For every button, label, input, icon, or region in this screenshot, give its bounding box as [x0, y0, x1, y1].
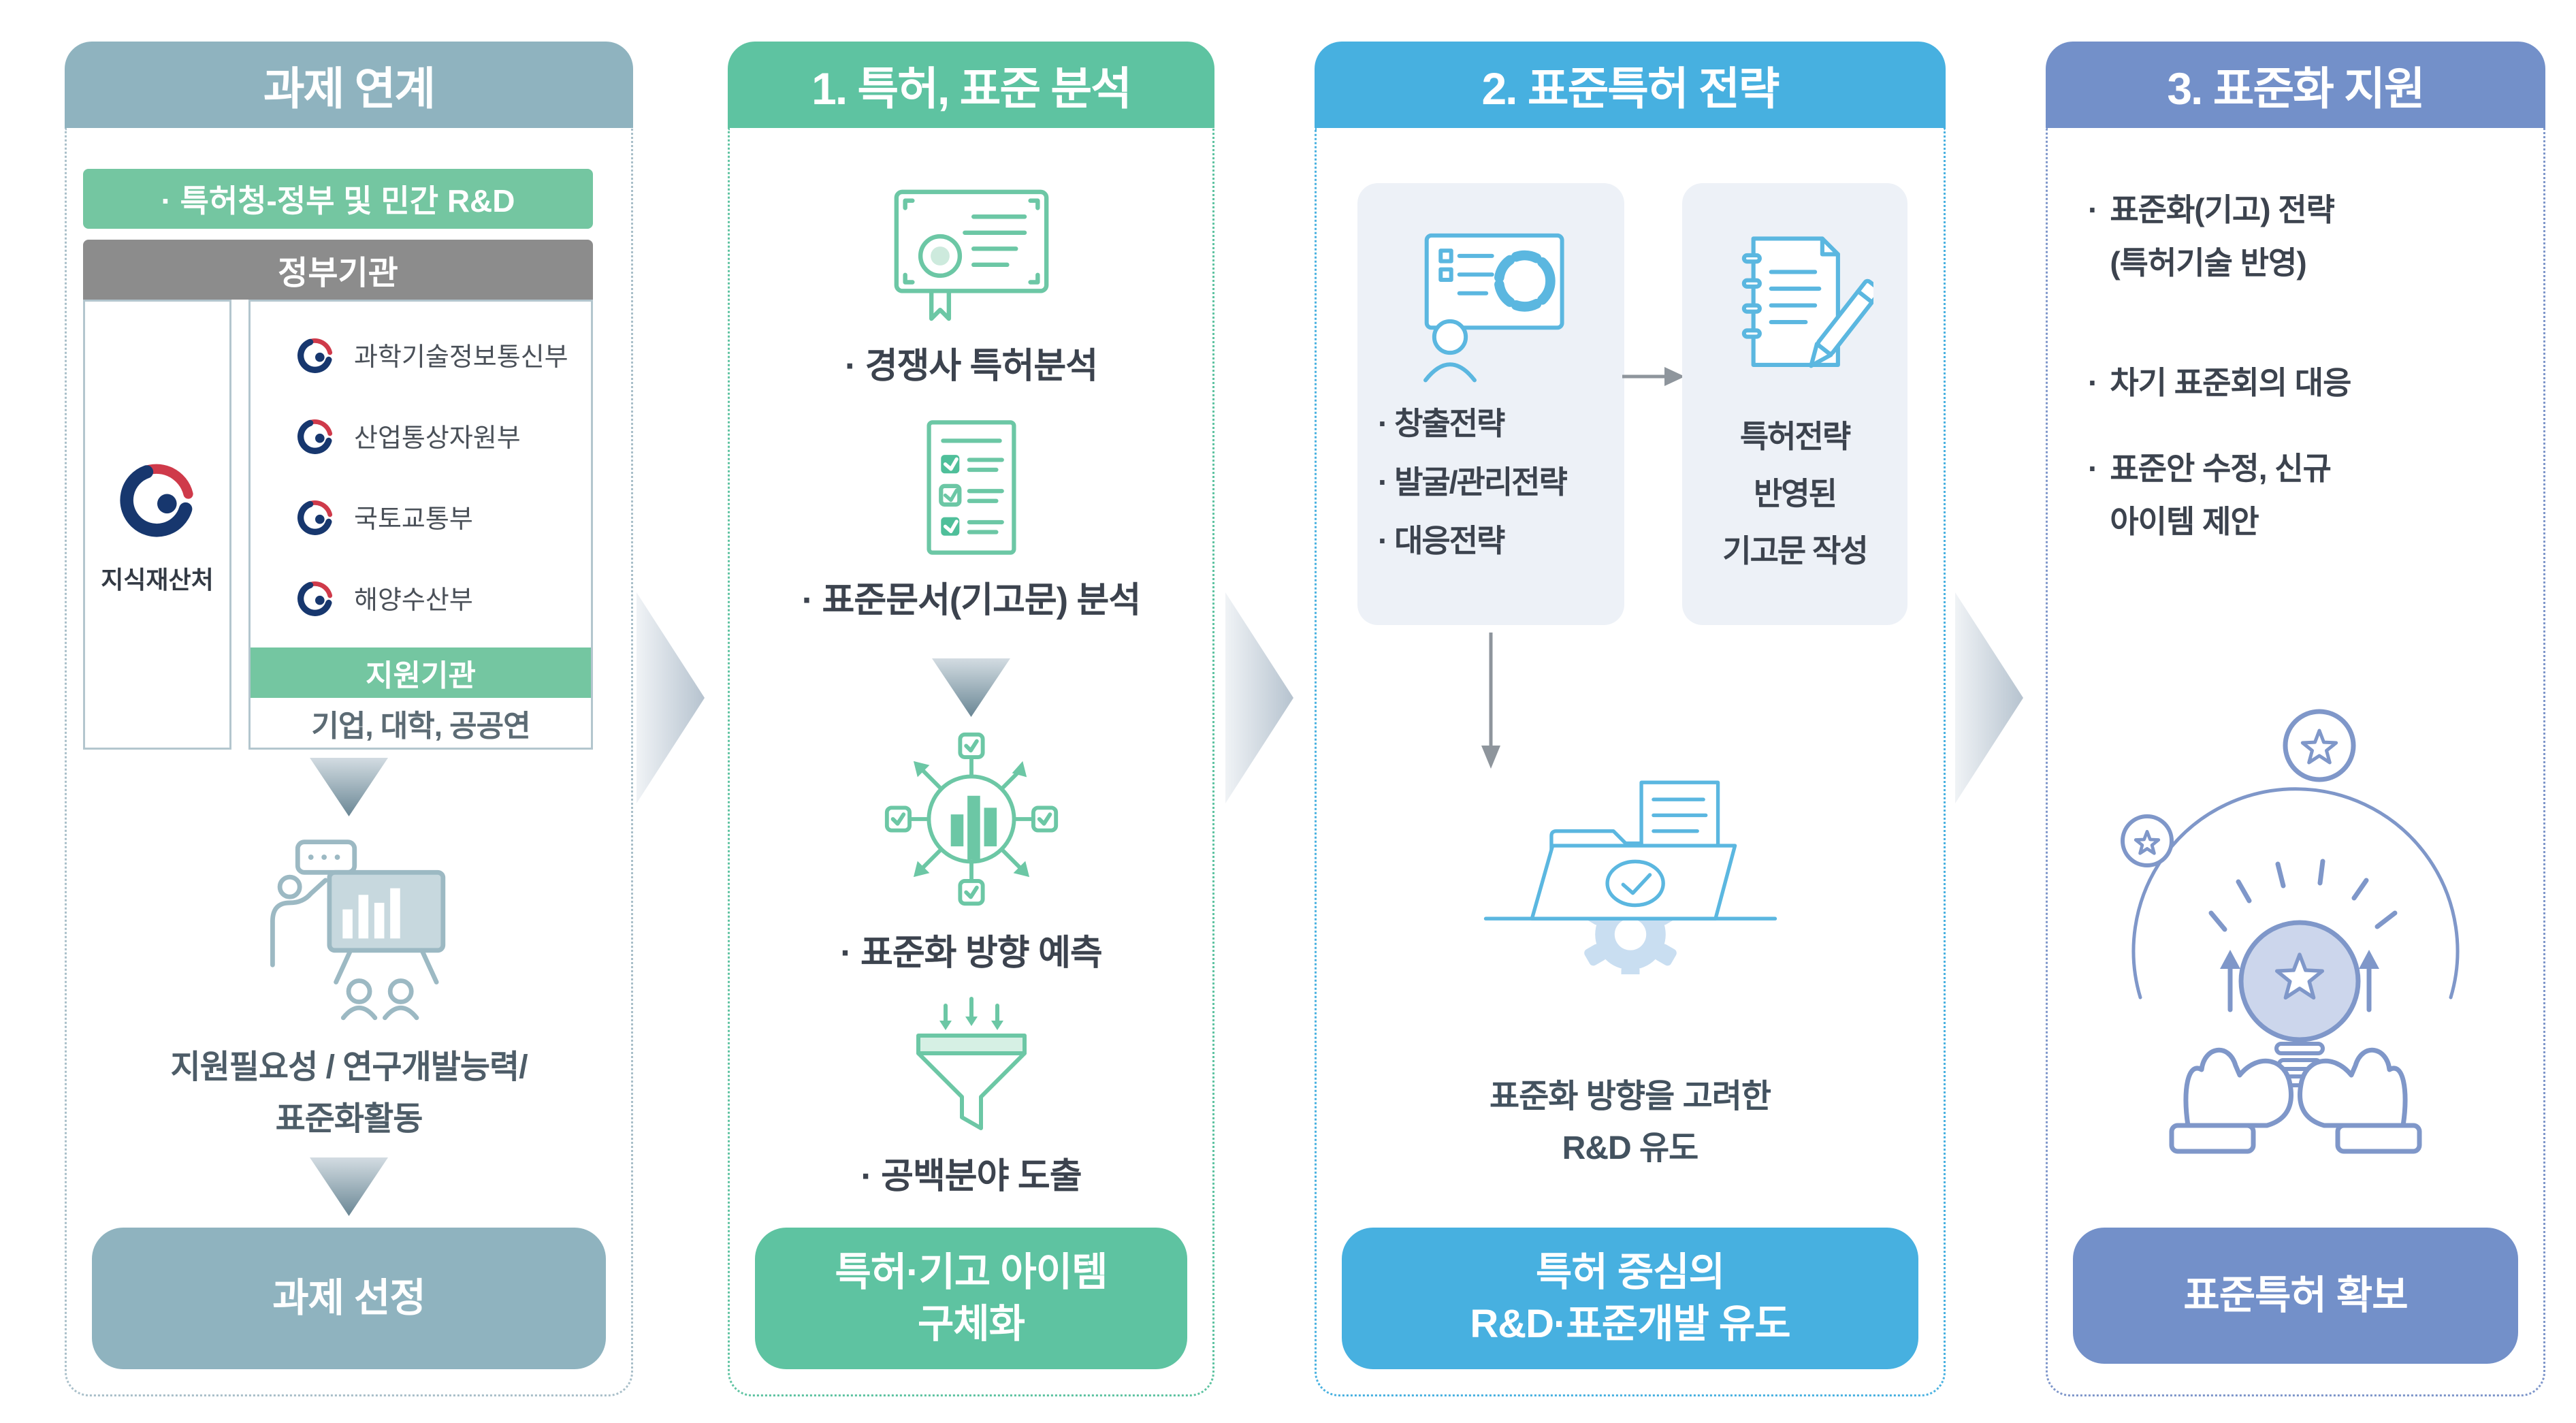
support-bullet: · 표준안 수정, 신규 아이템 제안	[2088, 442, 2332, 548]
strategy-items: · 창출전략 · 발굴/관리전략 · 대응전략	[1378, 406, 1568, 558]
ministry-list: 과학기술정보통신부 산업통상자원부 국토교통부 해양수산부	[251, 302, 591, 647]
column-header-standardization-support: 3. 표준화 지원	[2046, 42, 2545, 128]
analysis-hub-icon	[728, 729, 1214, 909]
bullet-text: 차기 표준회의 대응	[2110, 365, 2351, 400]
right-arrow-icon	[1622, 362, 1685, 391]
ministry-label: 과학기술정보통신부	[354, 343, 568, 372]
kipo-logo-icon	[113, 454, 202, 543]
kipo-gov-private-rnd-bar: · 특허청-정부 및 민간 R&D	[83, 169, 593, 229]
standard-doc-analysis-item: · 표준문서(기고문) 분석	[801, 581, 1141, 620]
ministry-label: 국토교통부	[354, 505, 473, 534]
kipo-box: 지식재산처	[83, 300, 231, 750]
ministry-label: 산업통상자원부	[354, 424, 521, 453]
strategy-box: · 창출전략 · 발굴/관리전략 · 대응전략	[1357, 183, 1624, 625]
bullet-text: 표준안 수정, 신규 아이템 제안	[2110, 451, 2332, 539]
down-arrow-icon	[65, 1157, 633, 1216]
standard-patent-secured-button: 표준특허 확보	[2073, 1228, 2518, 1364]
bullet-dot: ·	[2088, 451, 2098, 486]
presentation-training-icon	[65, 825, 633, 1023]
column-task-linkage: 과제 연계 · 특허청-정부 및 민간 R&D 정부기관 지식재산처 과학기술정…	[65, 42, 633, 1396]
column-patent-standard-analysis: 1. 특허, 표준 분석 · 경쟁사 특허분석	[728, 42, 1214, 1396]
down-flow-arrow-icon	[1476, 633, 1506, 769]
orgs-row: 기업, 대학, 공공연	[311, 709, 530, 743]
selection-criteria-caption: 지원필요성 / 연구개발능력/ 표준화활동	[170, 1049, 528, 1137]
strategy-dashboard-icon	[1357, 223, 1624, 386]
bullet-dot: ·	[2088, 365, 2098, 400]
column-body-task-linkage	[65, 128, 633, 1396]
support-bullet: · 표준화(기고) 전략 (특허기술 반영)	[2088, 183, 2335, 289]
ministry-row: 과학기술정보통신부	[294, 334, 591, 376]
column-body-standard-patent-strategy	[1315, 128, 1946, 1396]
ministry-logo-icon	[294, 577, 336, 619]
column-header-task-linkage: 과제 연계	[65, 42, 633, 128]
column-standard-patent-strategy: 2. 표준특허 전략 · 창출전략 · 발굴/관리전략 · 대응전략	[1315, 42, 1946, 1396]
support-bullet: · 차기 표준회의 대응	[2088, 356, 2351, 409]
ministry-row: 국토교통부	[294, 496, 591, 538]
funnel-icon	[728, 996, 1214, 1139]
contribution-box: 특허전략 반영된 기고문 작성	[1682, 183, 1907, 625]
contribution-text: 특허전략 반영된 기고문 작성	[1722, 419, 1868, 569]
government-agency-bar: 정부기관	[83, 240, 593, 300]
right-chevron-icon	[1225, 592, 1293, 803]
ministry-label: 해양수산부	[354, 586, 473, 615]
right-chevron-icon	[1955, 592, 2023, 803]
kipo-label: 지식재산처	[101, 565, 214, 594]
rnd-folder-gear-icon	[1315, 763, 1946, 974]
ministry-row: 해양수산부	[294, 577, 591, 619]
patent-centered-rnd-button: 특허 중심의 R&D·표준개발 유도	[1342, 1228, 1918, 1369]
down-arrow-icon	[728, 658, 1214, 717]
bullet-dot: ·	[2088, 192, 2098, 227]
competitor-patent-analysis-item: · 경쟁사 특허분석	[844, 347, 1098, 386]
column-header-standard-patent-strategy: 2. 표준특허 전략	[1315, 42, 1946, 128]
ministries-box: 과학기술정보통신부 산업통상자원부 국토교통부 해양수산부 지원기관 기업, 대…	[248, 300, 593, 750]
contribution-writing-icon	[1682, 223, 1907, 386]
ministry-logo-icon	[294, 415, 336, 457]
ministry-logo-icon	[294, 496, 336, 538]
gap-area-item: · 공백분야 도출	[860, 1157, 1082, 1196]
column-header-patent-standard-analysis: 1. 특허, 표준 분석	[728, 42, 1214, 128]
standardization-forecast-item: · 표준화 방향 예측	[840, 933, 1103, 973]
support-agency-bar: 지원기관	[251, 647, 591, 698]
rnd-guidance-caption: 표준화 방향을 고려한 R&D 유도	[1489, 1078, 1771, 1166]
right-chevron-icon	[637, 592, 705, 803]
column-body-standardization-support	[2046, 128, 2545, 1396]
certificate-icon	[728, 183, 1214, 329]
column-body-patent-standard-analysis	[728, 128, 1214, 1396]
patent-contribution-item-button: 특허·기고 아이템 구체화	[755, 1228, 1187, 1369]
checklist-icon	[728, 417, 1214, 558]
ministry-row: 산업통상자원부	[294, 415, 591, 457]
bullet-text: 표준화(기고) 전략 (특허기술 반영)	[2110, 192, 2335, 281]
ministry-logo-icon	[294, 334, 336, 376]
down-arrow-icon	[65, 758, 633, 816]
idea-bulb-hands-icon	[2046, 690, 2545, 1166]
column-standardization-support: 3. 표준화 지원 · 표준화(기고) 전략 (특허기술 반영) · 차기 표준…	[2046, 42, 2545, 1396]
task-selection-button: 과제 선정	[92, 1228, 606, 1369]
